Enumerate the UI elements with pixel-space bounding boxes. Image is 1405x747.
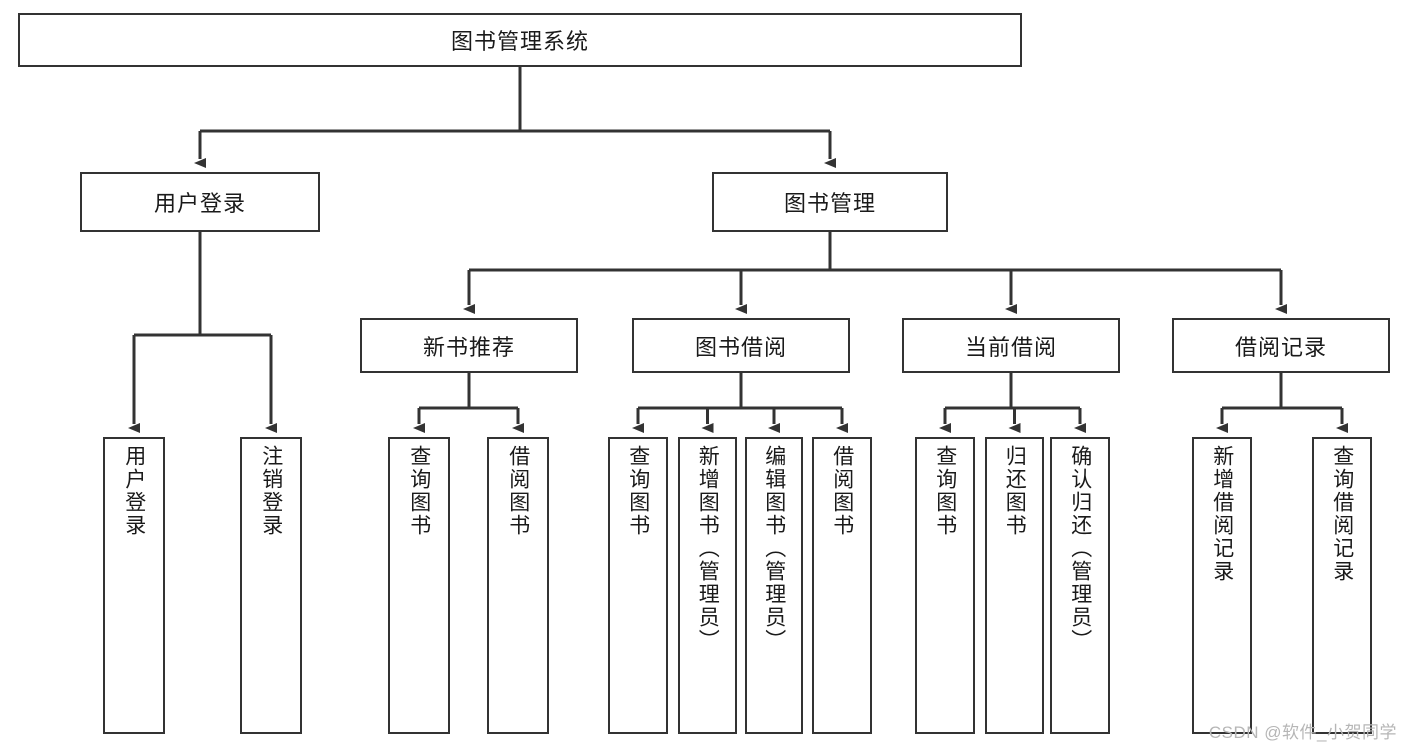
node-leaf-7[interactable]: 编辑图书（管理员） <box>745 437 803 734</box>
node-leaf-8[interactable]: 借阅图书 <box>812 437 872 734</box>
node-leaf-1[interactable]: 用户登录 <box>103 437 165 734</box>
node-borrow[interactable]: 图书借阅 <box>632 318 850 373</box>
node-login[interactable]: 用户登录 <box>80 172 320 232</box>
node-leaf-9[interactable]: 查询图书 <box>915 437 975 734</box>
node-newbook[interactable]: 新书推荐 <box>360 318 578 373</box>
node-label: 用户登录 <box>153 191 246 216</box>
node-label: 查询图书 <box>626 445 650 537</box>
node-label: 编辑图书（管理员） <box>762 445 786 652</box>
node-records[interactable]: 借阅记录 <box>1172 318 1390 373</box>
node-label: 图书管理 <box>783 191 876 216</box>
node-leaf-5[interactable]: 查询图书 <box>608 437 668 734</box>
node-leaf-2[interactable]: 注销登录 <box>240 437 302 734</box>
node-label: 图书管理系统 <box>450 29 589 54</box>
node-label: 查询借阅记录 <box>1330 445 1354 583</box>
node-root[interactable]: 图书管理系统 <box>18 13 1022 67</box>
node-label: 借阅图书 <box>830 445 854 537</box>
node-label: 新增图书（管理员） <box>696 445 720 652</box>
node-label: 确认归还（管理员） <box>1068 445 1092 652</box>
node-label: 新书推荐 <box>422 334 515 360</box>
node-bookmgmt[interactable]: 图书管理 <box>712 172 948 232</box>
watermark-text: CSDN @软件_小贺同学 <box>1208 723 1397 742</box>
node-label: 查询图书 <box>407 445 431 537</box>
node-label: 当前借阅 <box>964 334 1057 360</box>
node-leaf-12[interactable]: 新增借阅记录 <box>1192 437 1252 734</box>
node-current[interactable]: 当前借阅 <box>902 318 1120 373</box>
node-label: 归还图书 <box>1003 445 1027 537</box>
node-leaf-6[interactable]: 新增图书（管理员） <box>678 437 737 734</box>
node-label: 图书借阅 <box>694 334 787 360</box>
node-label: 新增借阅记录 <box>1210 445 1234 583</box>
node-leaf-4[interactable]: 借阅图书 <box>487 437 549 734</box>
node-leaf-11[interactable]: 确认归还（管理员） <box>1050 437 1110 734</box>
node-label: 注销登录 <box>259 445 283 537</box>
node-label: 用户登录 <box>122 445 146 537</box>
node-leaf-13[interactable]: 查询借阅记录 <box>1312 437 1372 734</box>
node-label: 借阅图书 <box>506 445 530 537</box>
node-label: 借阅记录 <box>1234 334 1327 360</box>
node-leaf-10[interactable]: 归还图书 <box>985 437 1044 734</box>
node-leaf-3[interactable]: 查询图书 <box>388 437 450 734</box>
node-label: 查询图书 <box>933 445 957 537</box>
